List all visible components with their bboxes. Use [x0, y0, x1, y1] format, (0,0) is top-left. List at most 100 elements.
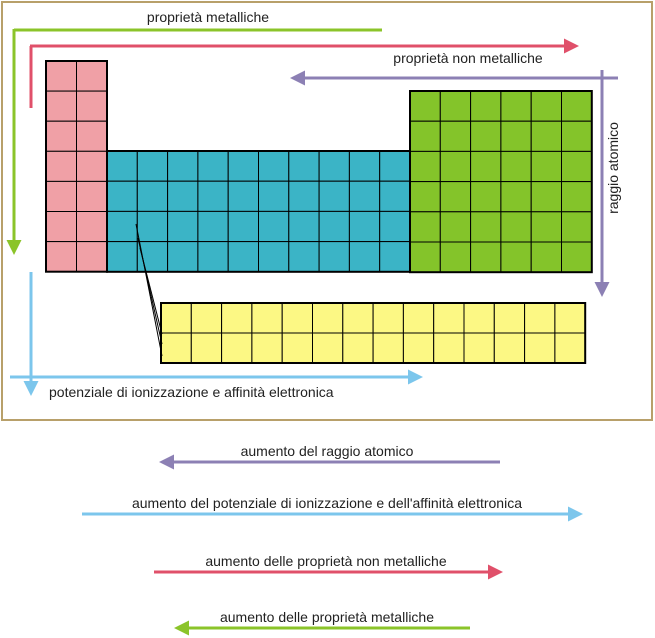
p-block-cell	[409, 241, 441, 273]
f-block-cell	[554, 332, 586, 364]
arrow-ionization	[10, 272, 423, 396]
d-block-cell	[348, 180, 381, 212]
d-block-cell	[106, 210, 138, 243]
p-block-cell	[561, 150, 593, 183]
f-block-cell	[342, 302, 374, 334]
d-block-cell	[288, 180, 320, 212]
p-block-cell	[561, 181, 593, 213]
f-block-cell	[190, 302, 223, 334]
legend-radius-text: aumento del raggio atomico	[241, 443, 414, 459]
d-block-cell	[227, 180, 259, 212]
f-block-cell	[372, 332, 404, 364]
d-block-cell	[167, 180, 199, 212]
f-block-cell	[554, 302, 586, 334]
d-block	[106, 150, 411, 273]
f-block-cell	[160, 332, 192, 364]
s-block-cell	[45, 60, 77, 92]
legend-radius: aumento del raggio atomico	[159, 443, 500, 470]
p-block-cell	[530, 120, 563, 152]
p-block-cell	[470, 150, 502, 183]
d-block-cell	[227, 150, 259, 182]
label-metallic: proprietà metalliche	[147, 9, 269, 25]
p-block-cell	[561, 90, 593, 122]
p-block-cell	[409, 120, 441, 152]
d-block-cell	[318, 150, 350, 182]
arrow-metallic	[6, 28, 382, 255]
s-block	[45, 60, 108, 273]
legend-ionization-text: aumento del potenziale di ionizzazione e…	[132, 495, 522, 511]
s-block-cell	[76, 211, 108, 243]
label-radius: raggio atomico	[605, 122, 621, 214]
f-block-cell	[493, 302, 526, 334]
s-block-cell	[45, 211, 77, 243]
d-block-cell	[106, 180, 138, 212]
f-block-cell	[160, 302, 192, 334]
f-block-cell	[402, 332, 435, 364]
p-block-cell	[561, 120, 593, 152]
d-block-cell	[318, 180, 350, 212]
d-block-cell	[106, 150, 138, 182]
f-block-cell	[221, 302, 253, 334]
f-block-connector-lines	[135, 223, 163, 357]
legend-metallic-text: aumento delle proprietà metalliche	[220, 609, 434, 625]
arrow-nonmetallic	[29, 38, 579, 108]
p-block-cell	[500, 181, 532, 213]
f-block-cell	[463, 302, 495, 334]
p-block-cell	[530, 181, 563, 213]
p-block-cell	[530, 150, 563, 183]
f-block-outline	[160, 302, 587, 364]
p-block-cell	[409, 181, 441, 213]
f-block-cell	[312, 332, 344, 364]
label-ionization: potenziale di ionizzazione e affinità el…	[49, 384, 334, 400]
p-block-cell	[500, 211, 532, 243]
p-block-cell	[470, 90, 502, 122]
legend-metallic: aumento delle proprietà metalliche	[174, 609, 470, 636]
p-block	[409, 90, 593, 274]
s-block-cell	[76, 90, 108, 122]
d-block-cell	[348, 210, 381, 243]
p-block-cell	[500, 241, 532, 273]
p-block-cell	[439, 211, 472, 243]
d-block-cell	[136, 150, 169, 182]
legend-ionization: aumento del potenziale di ionizzazione e…	[82, 495, 583, 522]
f-block-cell	[433, 332, 465, 364]
d-block-cell	[227, 241, 259, 273]
s-block-cell	[45, 180, 77, 212]
d-block-cell	[258, 150, 290, 182]
f-block-cell	[524, 332, 556, 364]
p-block-cell	[500, 90, 532, 122]
p-block-cell	[409, 150, 441, 183]
s-block-cell	[76, 180, 108, 212]
d-block-cell	[258, 180, 290, 212]
d-block-cell	[348, 150, 381, 182]
p-block-cell	[439, 120, 472, 152]
d-block-cell	[348, 241, 381, 273]
s-block-cell	[76, 120, 108, 152]
d-block-cell	[318, 210, 350, 243]
f-block-cell	[402, 302, 435, 334]
d-block-cell	[106, 241, 138, 273]
s-block-cell	[76, 241, 108, 273]
f-block-cell	[281, 332, 314, 364]
f-block-cell	[493, 332, 526, 364]
f-block-cell	[372, 302, 404, 334]
f-block-cell	[342, 332, 374, 364]
p-block-cell	[470, 211, 502, 243]
f-block-cell	[190, 332, 223, 364]
f-block-cell	[312, 302, 344, 334]
p-block-cell	[561, 211, 593, 243]
p-block-cell	[530, 90, 563, 122]
p-block-cell	[439, 241, 472, 273]
s-block-cell	[76, 60, 108, 92]
p-block-cell	[439, 150, 472, 183]
legend-nonmetallic-text: aumento delle proprietà non metalliche	[205, 553, 446, 569]
s-block-cell	[45, 90, 77, 122]
p-block-cell	[439, 181, 472, 213]
p-block-cell	[561, 241, 593, 273]
d-block-cell	[288, 150, 320, 182]
d-block-cell	[197, 180, 229, 212]
p-block-cell	[470, 241, 502, 273]
f-block-cell	[281, 302, 314, 334]
p-block-cell	[500, 150, 532, 183]
